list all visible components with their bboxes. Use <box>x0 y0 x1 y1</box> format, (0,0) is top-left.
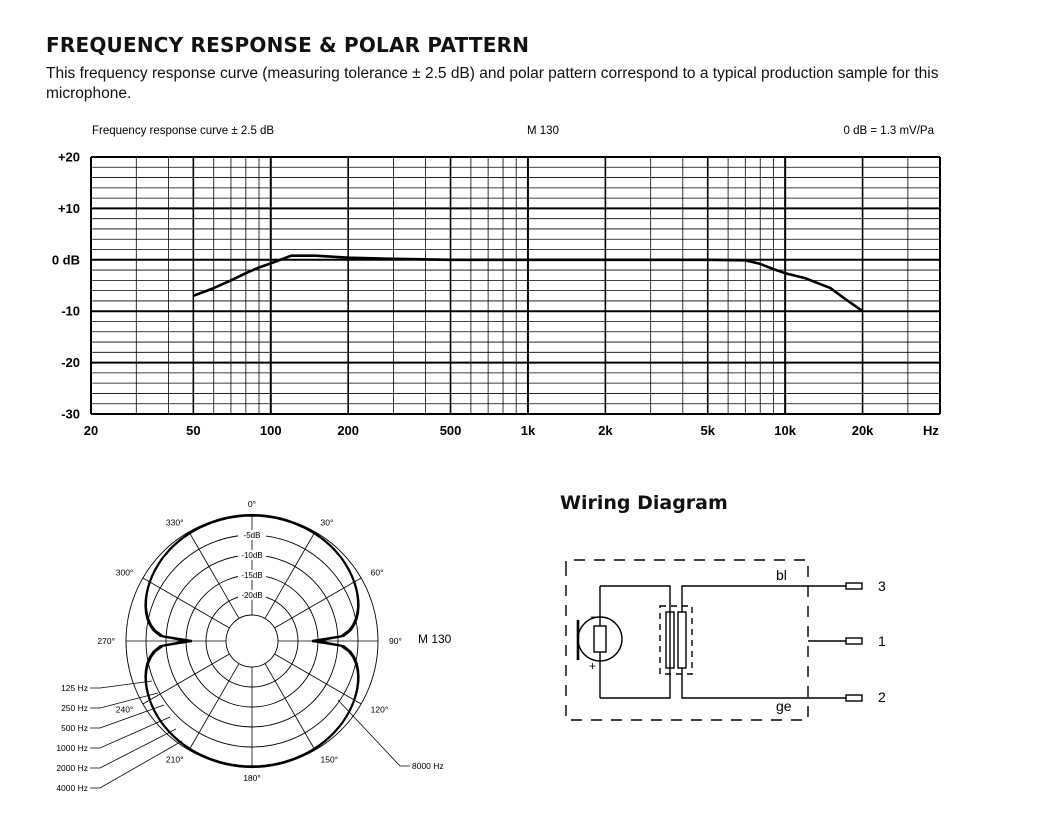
polar-angle-label: 240° <box>116 705 134 715</box>
polar-angle-label: 90° <box>389 636 402 646</box>
frequency-response-chart: +20 +10 0 dB -10 -20 -30 20 50 100 200 500 1k 2k 5k 1… <box>52 125 941 438</box>
polar-ring-label-bg <box>238 550 266 560</box>
fr-x-tick-label: 2k <box>598 423 613 438</box>
fr-header-right: 0 dB = 1.3 mV/Pa <box>844 125 935 137</box>
wire-to-pin-3 <box>681 585 846 612</box>
polar-center-label: M 130 <box>418 632 452 646</box>
polar-curves <box>144 513 360 769</box>
fr-x-unit-label: Hz <box>923 423 939 438</box>
polar-angle-label: 270° <box>97 636 115 646</box>
fr-x-tick-label: 1k <box>521 423 536 438</box>
wire-primary-loop <box>600 585 671 699</box>
pin-label-1: 1 <box>878 633 886 649</box>
fr-series-line <box>192 254 864 313</box>
polar-legend-left-label: 125 Hz <box>61 683 88 693</box>
polar-ring-labels: -5dB -10dB -15dB -20dB <box>238 530 266 600</box>
polar-ring-label-bg <box>238 530 266 540</box>
polar-legend-left-label: 4000 Hz <box>56 783 88 793</box>
fr-header-left: Frequency response curve ± 2.5 dB <box>92 125 274 137</box>
polar-ring-label: -5dB <box>244 531 261 540</box>
polar-spoke <box>264 663 316 751</box>
polar-legend-left-label: 500 Hz <box>61 723 88 733</box>
polar-spoke <box>274 653 362 705</box>
polar-legend-left-leader <box>90 692 159 709</box>
fr-y-tick-label: 0 dB <box>52 252 80 267</box>
page-subtitle: This frequency response curve (measuring… <box>46 65 939 102</box>
fr-x-tick-label: 100 <box>260 423 282 438</box>
polar-legend-right-label: 8000 Hz <box>412 761 444 771</box>
wire-to-pin-2 <box>681 668 846 699</box>
polar-legend-right-leader <box>337 699 410 767</box>
fr-y-tick-labels: +20 +10 0 dB -10 -20 -30 <box>52 150 80 422</box>
capsule-element <box>593 625 607 653</box>
polar-spoke <box>188 531 240 619</box>
wire-label-bl: bl <box>776 567 787 583</box>
polar-angle-label: 0° <box>248 499 256 509</box>
polar-angle-label: 180° <box>243 773 261 783</box>
pin-1-contact <box>845 637 863 645</box>
polar-angle-label: 210° <box>166 755 184 765</box>
polar-ring-label: -10dB <box>241 551 262 560</box>
polar-angle-label: 300° <box>116 568 134 578</box>
polar-curve-8000hz <box>144 515 360 767</box>
polar-spoke <box>142 653 230 705</box>
fr-x-tick-label: 50 <box>186 423 200 438</box>
polar-ring-label-bg <box>238 570 266 580</box>
polar-legend-left-label: 1000 Hz <box>56 743 88 753</box>
polar-legend-left-leader <box>90 704 165 729</box>
fr-x-tick-label: 5k <box>700 423 715 438</box>
polar-ring-label: -20dB <box>241 591 262 600</box>
fr-x-tick-labels: 20 50 100 200 500 1k 2k 5k 10k 20k <box>84 423 874 438</box>
polar-angle-label: 150° <box>321 755 339 765</box>
pin-2-contact <box>845 694 863 702</box>
pin-label-2: 2 <box>878 689 886 705</box>
polar-legend-left-label: 2000 Hz <box>56 763 88 773</box>
fr-y-tick-label: +20 <box>58 150 80 165</box>
polar-spoke <box>188 663 240 751</box>
housing-dashed-outline <box>565 559 809 721</box>
fr-x-tick-label: 20 <box>84 423 98 438</box>
fr-x-tick-label: 200 <box>337 423 359 438</box>
polar-spoke <box>274 577 362 629</box>
polar-legend-left-leader <box>90 716 171 749</box>
polar-legend: 125 Hz 250 Hz 500 Hz 1000 Hz 2000 Hz 4000 Hz 8… <box>56 680 444 793</box>
polar-legend-left-leader <box>90 680 153 689</box>
wiring-title: Wiring Diagram <box>560 492 728 514</box>
polar-legend-left-leader <box>90 728 177 769</box>
fr-x-tick-label: 10k <box>774 423 796 438</box>
fr-x-tick-label: 20k <box>852 423 874 438</box>
fr-header-center: M 130 <box>527 125 559 137</box>
pin-label-3: 3 <box>878 578 886 594</box>
polar-angle-label: 60° <box>371 568 384 578</box>
polar-angle-labels: 0° 30° 60° 90° 120° 150° 180° 210° 240° 270° 300° 3… <box>97 499 401 783</box>
polar-legend-left-leader <box>90 740 183 789</box>
polar-spoke <box>142 577 230 629</box>
polar-spoke <box>264 531 316 619</box>
polar-legend-left-label: 250 Hz <box>61 703 88 713</box>
fr-y-tick-label: +10 <box>58 201 80 216</box>
polar-angle-label: 330° <box>166 517 184 527</box>
capsule-minus-label: − <box>590 610 597 624</box>
polar-pattern-chart: -5dB-10dB-15dB-20dB 0°30°60°90°120°150°1… <box>56 499 452 793</box>
polar-angle-label: 30° <box>321 517 334 527</box>
wire-label-ge: ge <box>776 698 792 714</box>
fr-y-tick-label: -10 <box>61 304 80 319</box>
transformer-primary-coil <box>665 611 675 669</box>
transformer-secondary-coil <box>677 611 687 669</box>
capsule-plus-label: + <box>589 659 596 673</box>
fr-x-tick-label: 500 <box>440 423 462 438</box>
polar-angle-label: 120° <box>371 705 389 715</box>
polar-ring-label-bg <box>238 590 266 600</box>
pin-3-contact <box>845 582 863 590</box>
fr-y-tick-label: -20 <box>61 355 80 370</box>
page-title: FREQUENCY RESPONSE & POLAR PATTERN <box>46 33 530 57</box>
polar-ring-label: -15dB <box>241 571 262 580</box>
transformer-shield <box>659 605 693 675</box>
fr-y-tick-label: -30 <box>61 407 80 422</box>
